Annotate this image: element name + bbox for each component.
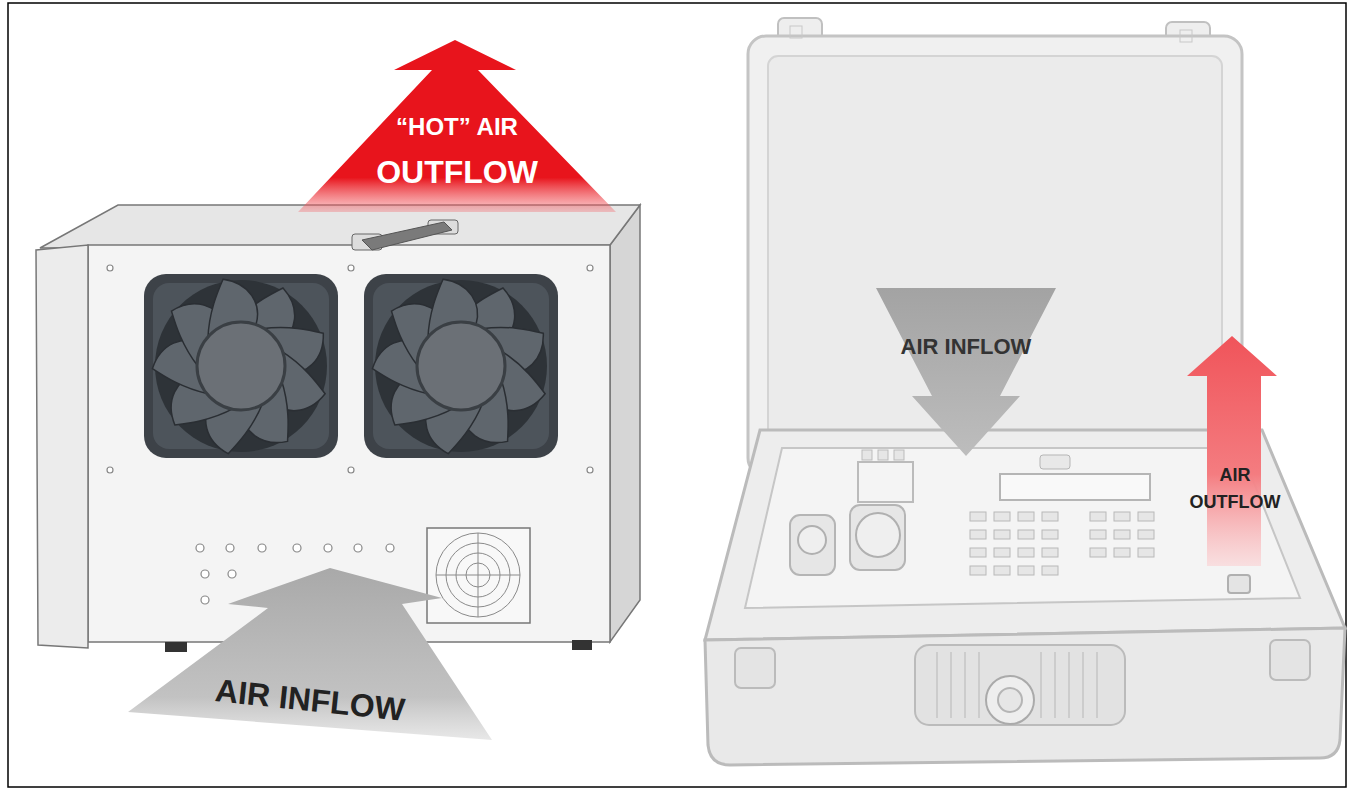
vent-hole: [201, 596, 209, 604]
keypad-button: [1114, 530, 1130, 539]
control-panel: [790, 515, 835, 575]
keypad-button: [970, 548, 986, 557]
case-base: [998, 688, 1022, 712]
case-base: [915, 645, 1125, 725]
keypad-button: [970, 530, 986, 539]
vent-hole: [228, 570, 236, 578]
screw-hole: [587, 265, 593, 271]
keypad-button: [1018, 530, 1034, 539]
fan-grill: [478, 533, 479, 617]
arrow-label: AIR OUTFLOW: [1183, 462, 1287, 516]
case-base: [986, 676, 1034, 724]
keypad-button: [1042, 512, 1058, 521]
carry-handle: [352, 220, 458, 250]
case-base: [705, 430, 1345, 765]
vent-hole: [258, 544, 266, 552]
keypad-button: [1018, 566, 1034, 575]
keypad-button: [1042, 548, 1058, 557]
control-panel: [1228, 575, 1250, 593]
vent-hole: [226, 544, 234, 552]
case-lid: [748, 18, 1242, 476]
control-panel: [894, 450, 904, 460]
vent-hole: [386, 544, 394, 552]
fan-grill: [427, 528, 530, 623]
control-panel: [878, 450, 888, 460]
keypad-button: [970, 512, 1154, 575]
arrow-body: [1187, 336, 1277, 566]
case-lid: [748, 36, 1242, 476]
instrument-enclosure: [36, 245, 88, 648]
keypad-button: [994, 512, 1010, 521]
case-base: [705, 628, 1345, 765]
case-lid: [1180, 30, 1192, 42]
keypad-button: [994, 566, 1010, 575]
screw-hole: [107, 467, 113, 473]
control-panel: [856, 513, 900, 557]
keypad-button: [1090, 530, 1106, 539]
fan-grill: [427, 528, 530, 623]
arrow-label: AIR INFLOW: [876, 330, 1056, 363]
keypad-button: [994, 530, 1010, 539]
case-base: [1270, 640, 1310, 680]
control-panel: [858, 462, 913, 502]
instrument-enclosure: [610, 205, 640, 642]
keypad-button: [1138, 512, 1154, 521]
keypad-button: [1138, 548, 1154, 557]
vent-hole: [201, 570, 209, 578]
instrument-enclosure: [165, 642, 187, 652]
vent-hole: [354, 544, 362, 552]
control-panel: [862, 450, 872, 460]
screw-hole: [348, 467, 354, 473]
arrow-shape: [876, 288, 1056, 456]
control-panel: [1000, 474, 1150, 500]
fan-grill: [436, 533, 520, 617]
keypad-button: [1018, 548, 1034, 557]
arrow-body: [876, 288, 1056, 456]
airflow-arrow: “HOT” AIR OUTFLOW: [298, 40, 616, 212]
frame-border: [8, 3, 1346, 787]
keypad-button: [1090, 548, 1106, 557]
vent-hole: [293, 544, 301, 552]
keypad-button: [970, 566, 986, 575]
keypad-button: [1042, 530, 1058, 539]
case-lid: [768, 56, 1222, 456]
keypad-button: [970, 512, 986, 521]
arrow-label: “HOT” AIR OUTFLOW: [357, 100, 557, 196]
keypad-button: [994, 548, 1010, 557]
instrument-enclosure: [572, 640, 592, 650]
arrow-body: [128, 568, 492, 740]
keypad-button: [1114, 548, 1130, 557]
keypad-button: [1138, 530, 1154, 539]
screw-hole: [348, 265, 354, 271]
airflow-arrow: AIR OUTFLOW: [1185, 336, 1285, 566]
cooling-fan: [144, 272, 558, 458]
control-panel: [798, 526, 826, 554]
screw-hole: [107, 265, 113, 271]
vent-hole: [324, 544, 332, 552]
cooling-fan: [144, 272, 338, 458]
keypad-button: [1114, 512, 1130, 521]
arrow-body: [298, 40, 616, 212]
keypad-button: [1090, 512, 1106, 521]
control-panel: [850, 505, 905, 570]
keypad-button: [1042, 566, 1058, 575]
case-base: [735, 648, 775, 688]
control-panel: [1040, 455, 1070, 469]
keypad-button: [1018, 512, 1034, 521]
arrow-shape: [1185, 336, 1285, 566]
screw-hole: [587, 467, 593, 473]
cooling-fan: [364, 272, 558, 458]
airflow-arrow: AIR INFLOW: [128, 568, 492, 740]
case-lid: [790, 26, 802, 38]
airflow-arrow: AIR INFLOW: [876, 288, 1056, 456]
vent-hole: [196, 544, 204, 552]
carry-handle: [362, 222, 452, 250]
screw-hole: [107, 265, 593, 473]
